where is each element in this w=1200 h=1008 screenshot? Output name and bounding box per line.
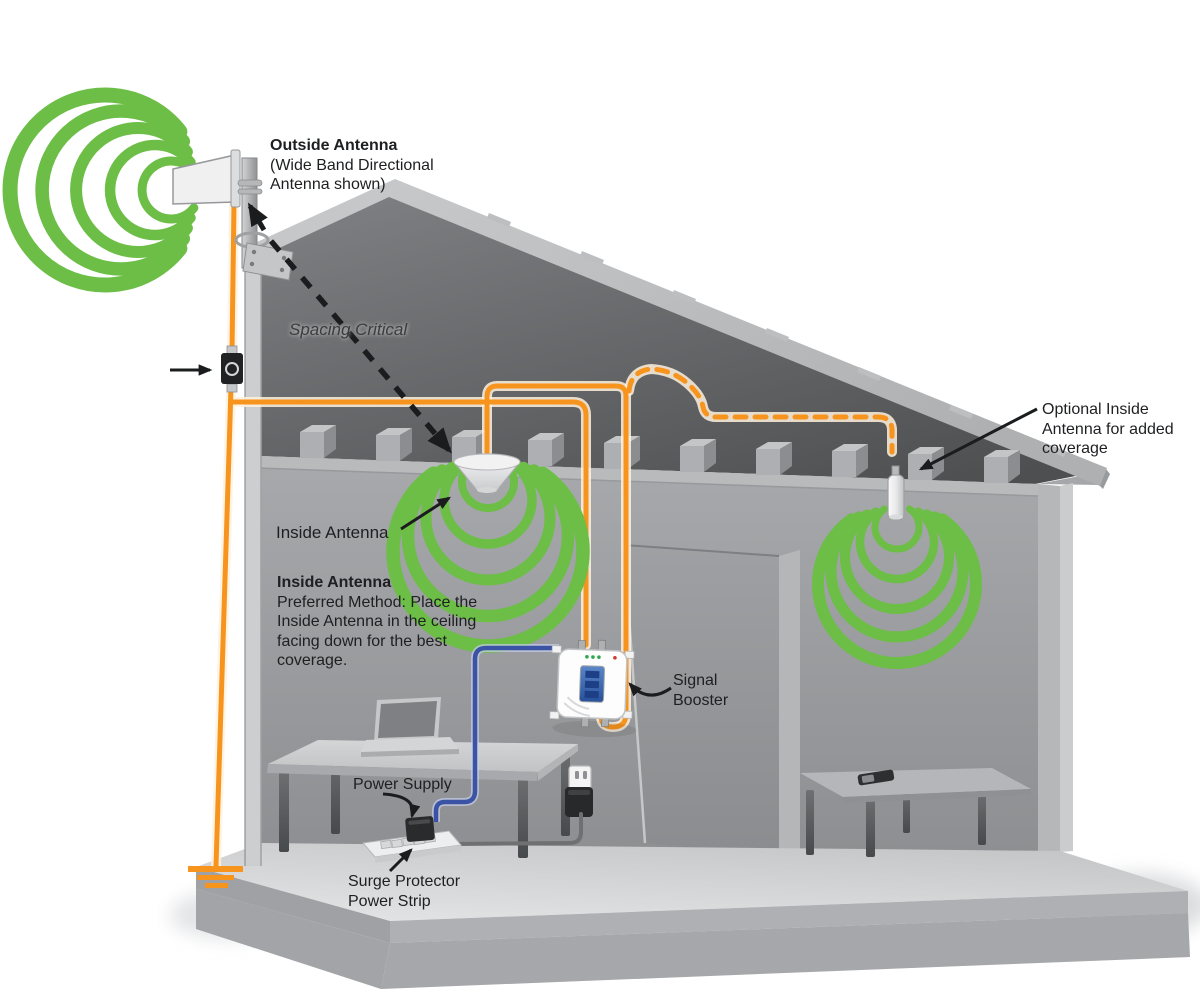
outside-antenna-title: Outside Antenna	[270, 137, 398, 154]
roof-left-edge	[246, 179, 404, 257]
signal-booster-arrow	[628, 682, 672, 697]
fascia-end	[1099, 469, 1110, 489]
antenna-cursor-icon	[247, 202, 268, 232]
laptop	[361, 697, 459, 757]
left-cut-wall	[244, 250, 262, 866]
attic-interior	[260, 185, 1101, 484]
foundation-concrete	[196, 889, 1190, 989]
outside-antenna-waves	[2, 87, 199, 293]
inside-note-title: Inside Antenna	[277, 574, 392, 591]
power-supply-arrow	[382, 792, 421, 819]
surge-line2: Power Strip	[348, 892, 431, 910]
spacing-critical-arrow	[268, 239, 452, 454]
inside-note-line2: Inside Antenna in the ceiling	[277, 613, 477, 630]
outlet-plug	[565, 787, 593, 817]
divider-wall	[622, 544, 800, 856]
pointer-arrows	[170, 202, 1038, 873]
signal-booster-line1: Signal	[673, 672, 718, 689]
ceiling-edge	[257, 467, 1039, 497]
signal-booster-label: Signal Booster	[673, 671, 728, 710]
power-cable	[433, 645, 559, 822]
coax-to-booster	[228, 399, 589, 648]
optional-line1: Optional Inside	[1042, 401, 1149, 418]
table	[800, 768, 1031, 857]
desk	[267, 740, 578, 858]
right-wall-outer	[1060, 483, 1073, 852]
optional-inside-antenna-label: Optional Inside Antenna for added covera…	[1042, 400, 1174, 459]
inside-antenna-dome	[453, 453, 521, 493]
power-supply-adapter	[405, 816, 435, 842]
optional-line2: Antenna for added	[1042, 420, 1174, 438]
signal-booster-device	[549, 639, 637, 738]
power-strip	[362, 830, 462, 863]
floor	[196, 843, 1188, 921]
roof-shingle-steps	[487, 213, 1066, 457]
spacing-critical-label: Spacing Critical	[289, 320, 408, 339]
cell-phone	[857, 769, 895, 786]
slab-side-left	[196, 867, 390, 943]
inside-note-line3: facing down for the best	[277, 632, 447, 650]
optional-line3: coverage	[1042, 440, 1108, 457]
slab-side-right	[390, 891, 1188, 943]
strip-power-cord	[453, 812, 583, 846]
inside-note-line1: Preferred Method: Place the	[277, 593, 478, 611]
outside-antenna-sub1: (Wide Band Directional	[270, 156, 434, 174]
surge-line1: Surge Protector	[348, 873, 461, 890]
inside-note-line4: coverage.	[277, 652, 348, 669]
right-wall-inner	[1038, 484, 1060, 852]
inside-antenna-arrow	[400, 496, 452, 531]
surge-protector-device	[221, 345, 243, 393]
signal-booster-line2: Booster	[673, 691, 729, 709]
inside-antenna-note: Inside Antenna Preferred Method: Place t…	[277, 573, 477, 671]
coax-optional-dashed	[626, 366, 895, 455]
outside-antenna-label: Outside Antenna (Wide Band Directional A…	[270, 136, 434, 195]
ground-symbol	[188, 866, 243, 888]
surge-protector-label: Surge Protector Power Strip	[348, 872, 460, 911]
inside-antenna-label: Inside Antenna	[276, 523, 389, 542]
roof-slope	[389, 179, 1107, 486]
surge-strip-arrow	[388, 848, 413, 873]
optional-antenna-waves	[812, 505, 982, 670]
optional-antenna-arrow	[918, 407, 1038, 471]
outside-antenna-sub2: Antenna shown)	[270, 176, 386, 193]
optional-inside-antenna	[887, 465, 905, 521]
power-supply-label: Power Supply	[353, 776, 452, 793]
